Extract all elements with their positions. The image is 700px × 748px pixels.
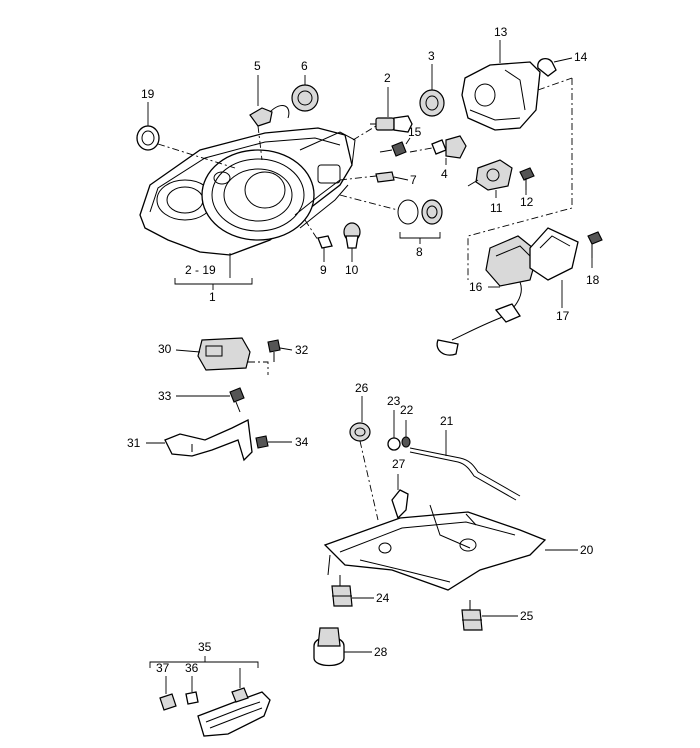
callout-17: 17 [556,309,570,323]
part-25-bushing: 25 [461,600,534,631]
part-28-mount: 28 [313,627,388,667]
callout-5: 5 [254,59,261,73]
callout-28: 28 [374,645,388,659]
part-2-bulb: 2 [352,71,413,141]
part-22-nut: 22 [400,403,414,448]
part-6-socket: 6 [291,59,319,112]
callout-7: 7 [410,173,417,187]
callout-31: 31 [127,436,141,450]
callout-12: 12 [520,195,534,209]
callout-20: 20 [580,543,594,557]
callout-2: 2 [384,71,391,85]
part-9-bulb: 9 [304,219,333,277]
part-3-cap: 3 [419,49,445,117]
callout-2-19: 2 - 19 [185,263,216,277]
part-19-cap: 19 [136,87,236,169]
headlight-assembly [139,127,356,256]
callout-group-35: 35 [149,640,259,668]
callout-19: 19 [141,87,155,101]
part-24-bushing: 24 [331,575,390,607]
callout-8: 8 [416,245,423,259]
callout-21: 21 [440,414,454,428]
part-32-screw: 32 [267,339,309,362]
callout-37: 37 [156,661,170,675]
part-4-bulb: 4 [409,135,467,181]
part-35-side-marker [197,668,271,737]
callout-34: 34 [295,435,309,449]
callout-13: 13 [494,25,508,39]
callout-25: 25 [520,609,534,623]
callout-10: 10 [345,263,359,277]
callout-3: 3 [428,49,435,63]
part-31-bracket: 31 [127,419,253,462]
callout-35: 35 [198,640,212,654]
part-36-bulb: 36 [185,661,199,705]
part-21-rod: 21 [409,414,521,501]
callout-22: 22 [400,403,414,417]
callout-36: 36 [185,661,199,675]
part-12-screw: 12 [519,167,535,209]
part-14-clip: 14 [537,50,588,77]
part-17-ballast: 17 [529,227,579,323]
part-37-socket: 37 [156,661,177,711]
callout-32: 32 [295,343,309,357]
part-7-bulb: 7 [339,171,417,187]
callout-9: 9 [320,263,327,277]
part-20-frame: 20 [323,504,594,591]
callout-23: 23 [387,394,401,408]
part-13-housing: 13 [461,25,541,131]
callout-18: 18 [586,273,600,287]
callout-27: 27 [392,457,406,471]
part-34-nut: 34 [255,435,309,449]
module-outline [467,77,573,280]
part-5-bulb: 5 [249,59,290,161]
callout-33: 33 [158,389,172,403]
callout-1: 1 [209,290,216,304]
callout-16: 16 [469,280,483,294]
part-26-grommet: 26 [349,381,379,521]
part-16-module: 16 [436,235,539,356]
callout-6: 6 [301,59,308,73]
part-18-screw: 18 [586,231,603,287]
callout-14: 14 [574,50,588,64]
part-8-rings: 8 [339,194,443,259]
part-23-washer: 23 [387,394,401,451]
callout-group-1: 2 - 19 1 [174,253,253,304]
callout-11: 11 [490,201,503,215]
part-30-control-unit: 30 [158,337,269,375]
callout-4: 4 [441,167,448,181]
part-27-clip: 27 [391,457,409,520]
part-10-socket: 10 [343,222,361,277]
part-15-screw: 15 [379,125,422,157]
part-11-adjuster: 11 [467,159,513,215]
callout-26: 26 [355,381,369,395]
part-33-screw: 33 [158,387,245,413]
callout-24: 24 [376,591,390,605]
callout-30: 30 [158,342,172,356]
callout-15: 15 [408,125,422,139]
